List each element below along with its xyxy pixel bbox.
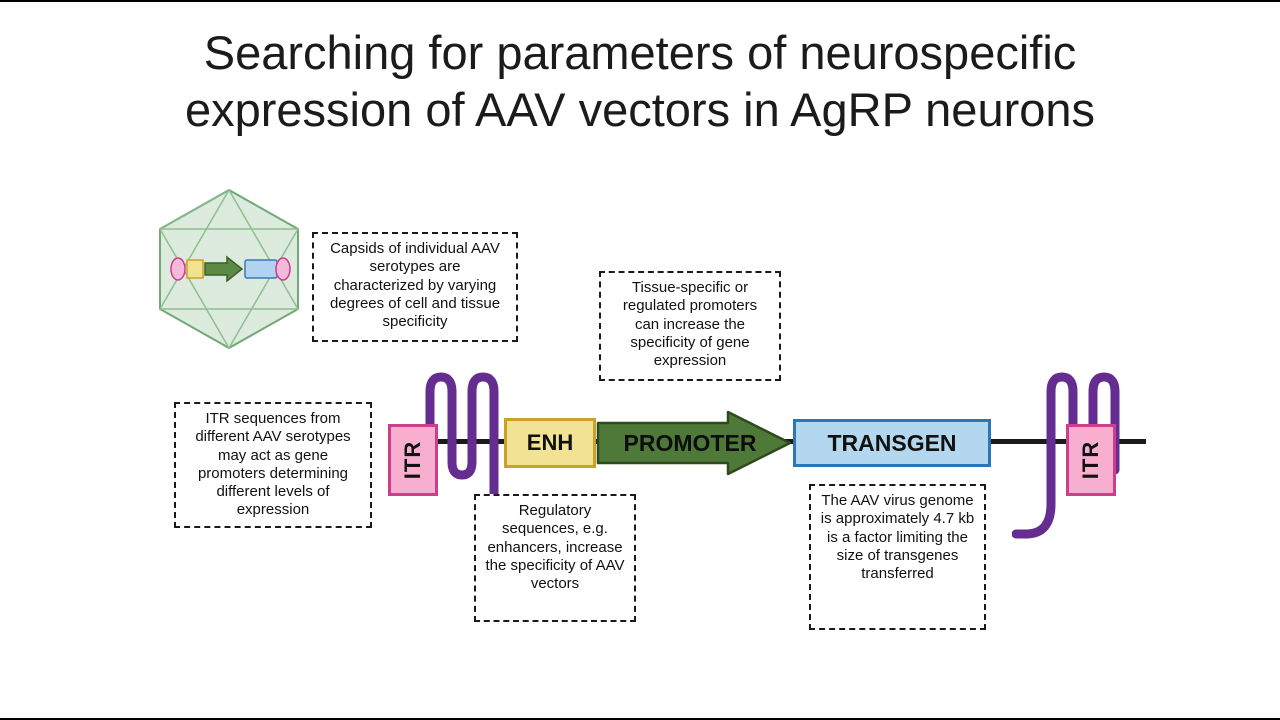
promoter-label: PROMOTER (623, 429, 757, 456)
transgene-label: TRANSGEN (827, 429, 957, 456)
note-capsid-specificity: Capsids of individual AAV serotypes are … (312, 232, 518, 342)
mini-itr-left-icon (170, 257, 186, 281)
promoter-arrow-icon (596, 410, 792, 476)
itr-left-label: ITR (399, 440, 425, 480)
note-tissue-promoters: Tissue-specific or regulated promoters c… (599, 271, 781, 381)
transgene-box: TRANSGEN (793, 419, 991, 467)
note-genome-size: The AAV virus genome is approximately 4.… (809, 484, 986, 630)
title-line-1: Searching for parameters of neurospecifi… (203, 26, 1077, 79)
slide-top-border (0, 0, 1280, 2)
itr-right-label: ITR (1077, 440, 1103, 480)
itr-hairpin-left-icon (425, 372, 533, 539)
title-line-2: expression of AAV vectors in AgRP neuron… (184, 83, 1096, 137)
note-regulatory-enhancers: Regulatory sequences, e.g. enhancers, in… (474, 494, 636, 622)
enhancer-box: ENH (504, 418, 596, 468)
enhancer-label: ENH (526, 430, 574, 455)
itr-left-box: ITR (388, 424, 438, 496)
page-title: Searching for parameters of neurospecifi… (60, 24, 1220, 139)
slide-bottom-border (0, 718, 1280, 720)
mini-enhancer-icon (186, 259, 204, 279)
mini-promoter-arrow-icon (204, 255, 244, 283)
itr-right-box: ITR (1066, 424, 1116, 496)
mini-transgene-icon (244, 259, 278, 279)
mini-itr-right-icon (275, 257, 291, 281)
aav-capsid-icon (158, 188, 300, 350)
note-itr-sequences: ITR sequences from different AAV serotyp… (174, 402, 372, 528)
